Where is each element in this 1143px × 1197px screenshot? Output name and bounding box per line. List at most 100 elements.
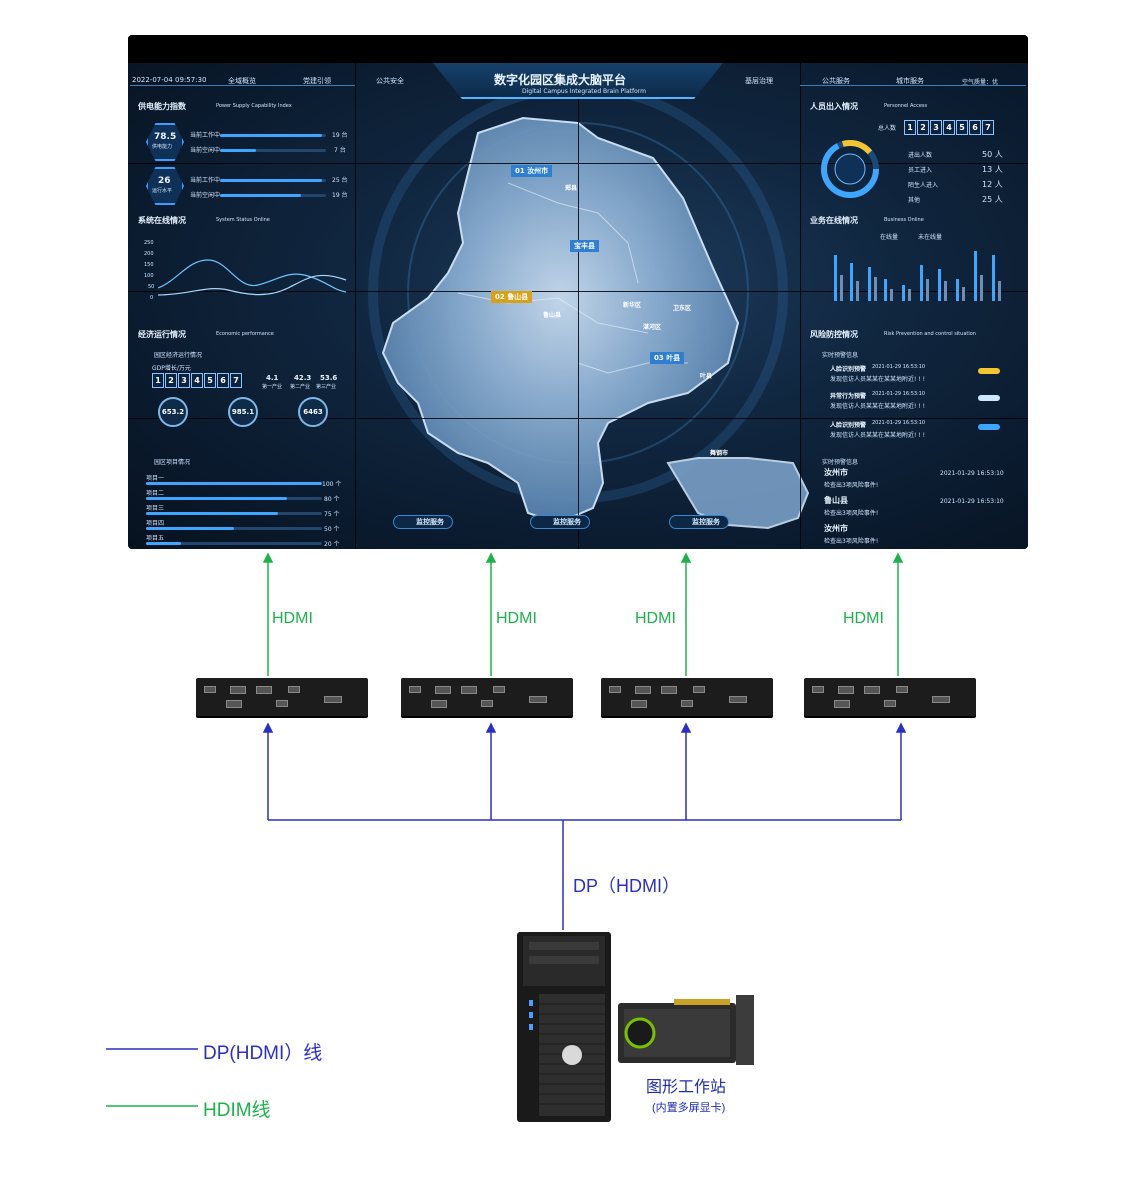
people-row-label: 陌生人进入 bbox=[908, 182, 939, 189]
event-message: 检查出3项风险事件! bbox=[824, 482, 879, 489]
system-line-chart bbox=[158, 259, 347, 296]
label-sticker-icon bbox=[529, 696, 547, 703]
nav-public-service[interactable]: 公共服务 bbox=[822, 77, 850, 85]
digit: 2 bbox=[165, 373, 177, 388]
panel-title: 风险防控情况 bbox=[810, 330, 858, 339]
map-marker-label: 02 鲁山县 bbox=[491, 291, 533, 303]
workstation-label: 图形工作站 bbox=[646, 1079, 727, 1096]
tile-divider bbox=[128, 418, 1028, 419]
alert-badge[interactable] bbox=[978, 368, 1000, 374]
y-tick: 150 bbox=[144, 262, 154, 268]
hdmi-port-icon bbox=[838, 686, 854, 694]
industry-label: 第三产业 bbox=[316, 384, 337, 390]
project-bar bbox=[146, 497, 322, 500]
map-marker-label: 宝丰县 bbox=[570, 240, 599, 252]
tile-divider bbox=[800, 63, 801, 549]
hdmi-port-icon bbox=[661, 686, 677, 694]
video-splitter-box bbox=[804, 678, 976, 716]
digit: 6 bbox=[217, 373, 229, 388]
map-place: 叶县 bbox=[700, 373, 713, 380]
video-splitter-box bbox=[401, 678, 573, 716]
nav-governance[interactable]: 基层治理 bbox=[745, 77, 773, 85]
event-place: 汝州市 bbox=[824, 468, 848, 477]
alert-time: 2021-01-29 16:53:10 bbox=[872, 420, 926, 426]
workstation-sublabel: (内置多屏显卡) bbox=[652, 1102, 726, 1114]
nav-party[interactable]: 党建引领 bbox=[303, 77, 331, 85]
air-quality-text: 空气质量：优 bbox=[962, 79, 999, 86]
panel-title-en: Economic performance bbox=[216, 331, 274, 337]
y-tick: 200 bbox=[144, 251, 154, 257]
panel-title-en: Personnel Access bbox=[884, 103, 928, 109]
hdmi-port-icon bbox=[864, 686, 880, 694]
level-value: 26 bbox=[158, 176, 171, 186]
digit: 3 bbox=[930, 120, 942, 135]
projects-subtitle: 园区项目情况 bbox=[154, 459, 191, 466]
hdmi-port-icon bbox=[230, 686, 246, 694]
business-bar-chart bbox=[834, 251, 1001, 301]
industry-value: 53.6 bbox=[320, 374, 338, 382]
map-place: 湛河区 bbox=[643, 324, 662, 331]
usb-port-icon bbox=[896, 686, 908, 693]
people-row-value: 13 人 bbox=[982, 165, 1003, 174]
usb-port-icon bbox=[493, 686, 505, 693]
y-tick: 100 bbox=[144, 273, 154, 279]
hdmi-label: HDMI bbox=[635, 610, 676, 627]
map-marker-label: 01 汝州市 bbox=[511, 165, 553, 177]
alert-type: 人脸识别预警 bbox=[830, 366, 867, 373]
map-place: 鲁山县 bbox=[543, 312, 562, 319]
industry-label: 第一产业 bbox=[262, 384, 283, 390]
map-marker-label: 03 叶县 bbox=[650, 352, 685, 364]
hdmi-label: HDMI bbox=[272, 610, 313, 627]
project-name: 项目二 bbox=[146, 490, 165, 497]
nav-overview[interactable]: 全域概览 bbox=[228, 77, 256, 85]
dp-port-icon bbox=[834, 700, 850, 708]
monitor-service-button[interactable]: 监控服务 bbox=[393, 515, 453, 529]
project-name: 项目一 bbox=[146, 475, 165, 482]
legend-blue-text: DP(HDMI）线 bbox=[203, 1043, 323, 1064]
alert-badge[interactable] bbox=[978, 424, 1000, 430]
digit: 6 bbox=[969, 120, 981, 135]
monitor-service-button[interactable]: 监控服务 bbox=[669, 515, 729, 529]
monitor-service-button[interactable]: 监控服务 bbox=[530, 515, 590, 529]
event-message: 检查出3项风险事件! bbox=[824, 510, 879, 517]
people-row-label: 其他 bbox=[908, 197, 921, 204]
alert-message: 发现信访人员某某在某某地附近! ! ! bbox=[830, 432, 926, 439]
people-row-label: 员工进入 bbox=[908, 167, 933, 174]
nav-security[interactable]: 公共安全 bbox=[376, 77, 404, 85]
legend-item: 未在线量 bbox=[918, 234, 943, 241]
event-place: 鲁山县 bbox=[824, 496, 848, 505]
video-wall: 数字化园区集成大脑平台 Digital Campus Integrated Br… bbox=[128, 35, 1028, 549]
idle-bar bbox=[220, 149, 326, 152]
label-sticker-icon bbox=[932, 696, 950, 703]
page-subtitle: Digital Campus Integrated Brain Platform bbox=[522, 88, 646, 95]
tile-divider bbox=[128, 291, 1028, 292]
power-port-icon bbox=[812, 686, 824, 693]
legend-green-text: HDIM线 bbox=[203, 1100, 271, 1121]
hdmi-port-icon bbox=[461, 686, 477, 694]
dp-label: DP（HDMI） bbox=[573, 876, 680, 896]
header-underline bbox=[130, 69, 355, 86]
stat-circle: 653.2 bbox=[158, 397, 188, 427]
panel-title: 经济运行情况 bbox=[138, 330, 186, 339]
dp-port-icon bbox=[631, 700, 647, 708]
panel-title: 系统在线情况 bbox=[138, 216, 186, 225]
work-count: 25 台 bbox=[332, 177, 348, 184]
panel-title: 人员出入情况 bbox=[810, 102, 858, 111]
work-label: 当前工作中 bbox=[190, 177, 221, 184]
panel-title-en: System Status Online bbox=[216, 217, 270, 223]
video-splitter-box bbox=[601, 678, 773, 716]
people-ring-chart bbox=[821, 140, 879, 198]
digit: 7 bbox=[982, 120, 994, 135]
project-name: 项目五 bbox=[146, 535, 165, 542]
panel-title-en: Power Supply Capability Index bbox=[216, 103, 292, 109]
alert-badge[interactable] bbox=[978, 395, 1000, 401]
industry-value: 42.3 bbox=[294, 374, 312, 382]
alert-time: 2021-01-29 16:53:10 bbox=[872, 364, 926, 370]
work-bar bbox=[220, 134, 326, 137]
y-tick: 0 bbox=[150, 295, 154, 301]
nav-city-service[interactable]: 城市服务 bbox=[896, 77, 924, 85]
power-port-icon bbox=[409, 686, 421, 693]
map-place: 卫东区 bbox=[673, 305, 692, 312]
digit: 4 bbox=[191, 373, 203, 388]
digit: 5 bbox=[956, 120, 968, 135]
